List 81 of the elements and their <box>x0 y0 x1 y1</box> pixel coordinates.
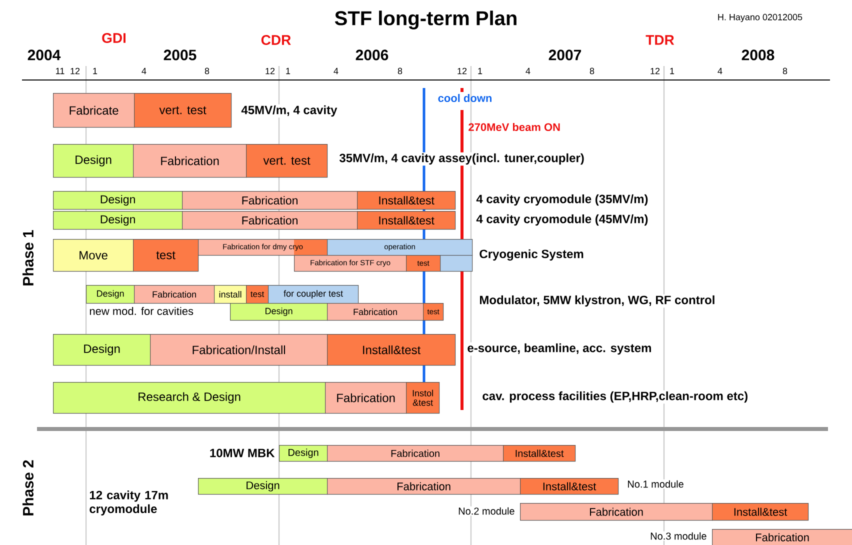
task-bar: Install&test <box>520 478 619 495</box>
row-label: 10MW MBK <box>210 448 275 458</box>
month-label: 12 <box>70 68 80 74</box>
task-bar: Design <box>53 191 183 210</box>
month-label: 12 <box>458 68 467 74</box>
row-label: No.2 module <box>458 507 514 515</box>
year-label: 2005 <box>164 50 196 60</box>
year-label: 2006 <box>356 50 388 60</box>
task-bar: Fabrication <box>712 529 852 545</box>
month-label: 8 <box>590 68 594 74</box>
task-bar: install <box>214 285 247 304</box>
row-label: 4 cavity cryomodule (35MV/m) <box>476 194 648 206</box>
task-bar: Install&test <box>327 334 456 366</box>
year-label: 2007 <box>548 50 582 60</box>
row-label: Cryogenic System <box>480 249 584 261</box>
task-bar: Design <box>198 478 328 495</box>
month-label: 12 <box>266 68 275 74</box>
task-bar: test <box>246 285 269 304</box>
task-bar: Fabrication <box>182 211 358 230</box>
month-label: 8 <box>204 68 210 74</box>
title: STF long-term Plan <box>334 10 516 30</box>
task-bar: Fabricate <box>53 93 135 128</box>
month-label: 8 <box>398 68 402 74</box>
task-bar: Fabrication/Install <box>150 334 328 366</box>
row-label: 35MV/m, 4 cavity assey(incl. tuner,coupler) <box>339 153 584 165</box>
row-label: 4 cavity cryomodule (45MV/m) <box>476 214 648 226</box>
task-bar: Design <box>279 445 328 462</box>
month-label: 1 <box>286 68 290 74</box>
task-bar: Fabrication <box>133 144 247 178</box>
task-bar: Move <box>53 239 134 272</box>
month-label: 12 <box>650 68 660 74</box>
task-bar: Design <box>230 303 328 321</box>
row-label: e-source, beamline, acc. system <box>468 343 651 355</box>
task-bar: Fabrication <box>182 191 358 210</box>
task-bar: Install&test <box>503 445 576 462</box>
month-label: 4 <box>718 68 722 74</box>
task-bar: Fabrication <box>325 382 407 414</box>
task-bar: Research & Design <box>53 382 326 414</box>
task-bar: Design <box>86 285 135 304</box>
milestone-label: GDI <box>102 33 126 43</box>
row-label: new mod. for cavities <box>90 306 194 316</box>
task-bar: Fabrication <box>327 303 424 321</box>
task-bar: Instol &test <box>406 382 440 414</box>
task-bar: Design <box>53 144 134 178</box>
task-bar: Install&test <box>357 211 456 230</box>
month-label: 8 <box>782 68 788 74</box>
task-bar: Design <box>53 211 183 230</box>
month-label: 4 <box>142 68 146 74</box>
row-label: 45MV/m, 4 cavity <box>241 105 338 117</box>
row-label: Modulator, 5MW klystron, WG, RF control <box>480 295 714 307</box>
month-label: 4 <box>526 68 530 74</box>
phase-label: Phase 2 <box>22 460 34 516</box>
task-bar: vert. test <box>134 93 232 128</box>
year-label: 2008 <box>742 50 774 60</box>
row-label: 12 cavity 17m cryomodule <box>90 490 168 516</box>
event-label: cool down <box>438 94 492 102</box>
task-bar: Design <box>53 334 151 366</box>
task-bar: test <box>133 239 199 272</box>
task-bar: Fabrication <box>520 503 713 521</box>
month-label: 11 <box>56 68 64 74</box>
year-label: 2004 <box>28 50 61 60</box>
event-label: 270MeV beam ON <box>468 122 560 132</box>
task-bar: Fabrication <box>134 285 215 304</box>
task-bar <box>440 254 473 272</box>
milestone-label: TDR <box>646 35 674 45</box>
month-label: 1 <box>670 68 674 74</box>
month-label: 1 <box>93 68 98 74</box>
phase-label: Phase 1 <box>22 230 34 286</box>
milestone-label: CDR <box>261 35 291 45</box>
task-bar: Fabrication <box>327 445 504 462</box>
row-label: No.3 module <box>650 532 706 540</box>
month-label: 4 <box>334 68 338 74</box>
month-label: 1 <box>478 68 482 74</box>
task-bar: for coupler test <box>268 285 359 304</box>
row-label: cav. process facilities (EP,HRP,clean-room etc) <box>482 391 748 403</box>
task-bar: vert. test <box>246 144 328 178</box>
task-bar: Install&test <box>712 503 809 521</box>
task-bar: Fabrication <box>327 478 521 495</box>
task-bar: Install&test <box>357 191 456 210</box>
author-note: H. Hayano 02012005 <box>718 14 802 22</box>
row-label: No.1 module <box>628 480 684 488</box>
